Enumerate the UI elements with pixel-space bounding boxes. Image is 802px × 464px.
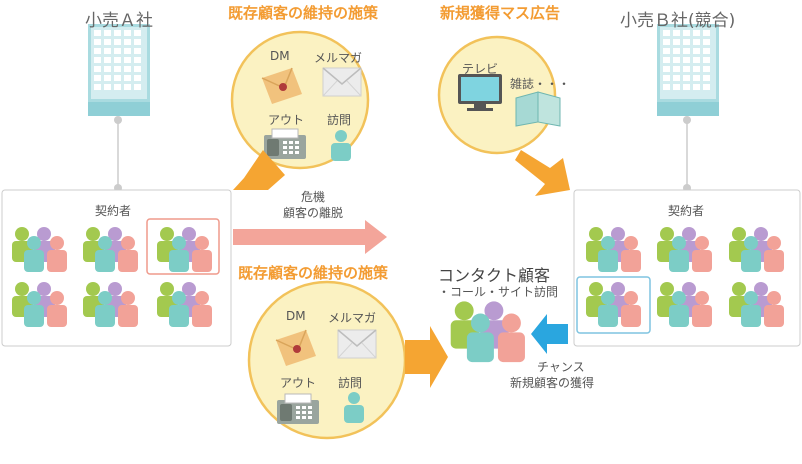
retention-bottom-item-mailmag: メルマガ — [328, 311, 377, 325]
company-b-name: 小売Ｂ社(競合) — [620, 11, 736, 31]
magazine-icon — [515, 91, 561, 127]
chance-line2: 新規顧客の獲得 — [510, 376, 595, 390]
company-a-name: 小売Ａ社 — [85, 11, 153, 31]
mail-magazine-icon — [337, 329, 377, 359]
contact-title: コンタクト顧客 — [438, 266, 551, 285]
company-b-building-icon — [657, 24, 719, 116]
retention-bottom-heading: 既存顧客の維持の施策 — [238, 264, 389, 282]
company-a-contract-label: 契約者 — [95, 204, 132, 218]
danger-line2: 顧客の離脱 — [282, 206, 343, 220]
retention-top-item-visit: 訪問 — [327, 113, 352, 127]
chance-line1: チャンス — [537, 360, 585, 374]
company-a-building-icon — [88, 24, 150, 116]
retention-top-heading: 既存顧客の維持の施策 — [228, 4, 379, 22]
arrow-top-left — [233, 150, 285, 190]
danger-line1: 危機 — [300, 190, 325, 204]
retention-bottom-item-visit: 訪問 — [338, 376, 363, 390]
contact-customers — [450, 301, 525, 363]
attrition-arrow — [233, 220, 387, 254]
arrow-top-right — [515, 150, 570, 196]
contact-subtitle: ・コール・サイト訪問 — [438, 285, 559, 299]
retention-bottom-item-out: アウト — [280, 376, 317, 390]
retention-top-item-out: アウト — [268, 113, 305, 127]
connector-lines — [114, 116, 691, 192]
retention-top-item-dm: DM — [270, 49, 290, 63]
mass-ad-circle — [437, 35, 561, 155]
mass-ad-item-magazine: 雑誌・・・ — [510, 77, 571, 91]
mass-ad-heading: 新規獲得マス広告 — [440, 4, 561, 22]
retention-top-item-mailmag: メルマガ — [314, 51, 363, 65]
retention-bottom-item-dm: DM — [286, 309, 306, 323]
company-b-contract-label: 契約者 — [668, 204, 705, 218]
retention-top-circle — [230, 30, 370, 170]
arrow-bottom-orange — [405, 326, 448, 388]
mail-magazine-icon — [322, 67, 362, 97]
company-b-customers — [576, 227, 784, 334]
tv-icon — [458, 74, 502, 111]
retention-bottom-circle — [247, 280, 407, 440]
chance-arrow — [531, 314, 568, 354]
mass-ad-item-tv: テレビ — [462, 62, 499, 76]
company-a-customers — [12, 218, 220, 327]
